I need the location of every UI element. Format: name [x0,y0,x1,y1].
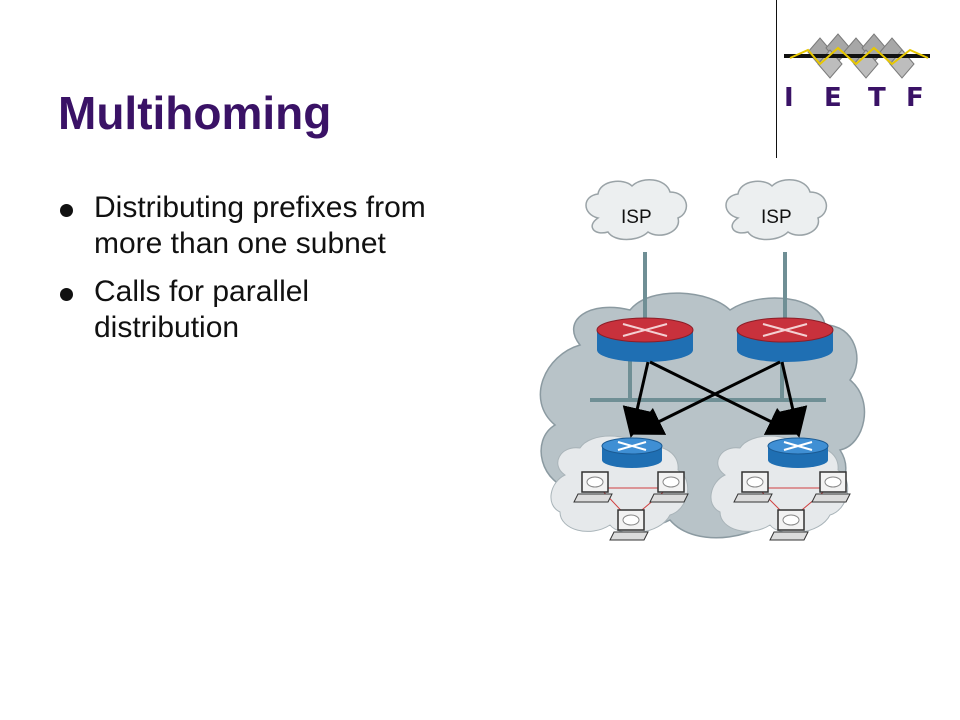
workstation-icon [609,509,649,541]
bullet-item: Calls for parallel distribution [60,274,440,346]
workstation-icon [811,471,851,503]
distribution-arrows [622,360,808,438]
isp-cloud-right: ISP [725,179,828,241]
workstation-icon [573,471,613,503]
workstation-icon [769,509,809,541]
network-diagram: ISP ISP [539,179,866,541]
slide-title: Multihoming [58,87,332,139]
bullet-list: Distributing prefixes from more than one… [60,190,440,358]
edge-router-right [767,437,829,468]
bullet-item: Distributing prefixes from more than one… [60,190,440,262]
edge-router-left [601,437,663,468]
logo-letter: I [784,83,794,113]
isp-label: ISP [761,207,792,228]
workstation-icon [649,471,689,503]
logo-letter: F [906,83,924,113]
isp-cloud-left: ISP [585,179,688,241]
core-router-left [596,317,694,362]
ietf-logo: I E T F [784,33,930,113]
core-router-right [736,317,834,362]
bullet-dot-icon [60,288,73,301]
logo-letter: E [824,83,842,113]
bullet-text: Distributing prefixes from more than one… [94,191,426,260]
isp-label: ISP [621,207,652,228]
header-divider [776,0,777,158]
logo-letter: T [868,83,886,113]
bullet-dot-icon [60,204,73,217]
logo-wave [789,46,929,66]
bullet-text: Calls for parallel distribution [94,275,310,344]
workstation-icon [733,471,773,503]
